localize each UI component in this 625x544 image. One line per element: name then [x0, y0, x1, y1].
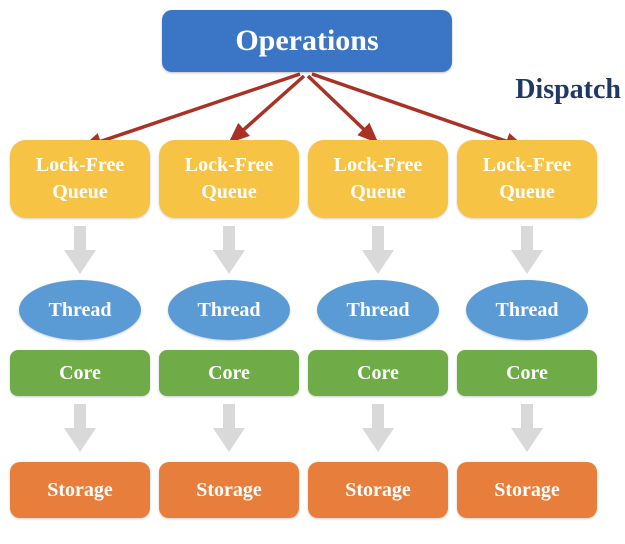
down-arrow-icon — [511, 404, 543, 452]
pipeline-column-1: Lock-Free Queue Thread Core Storage — [10, 140, 150, 518]
down-arrow-icon — [213, 226, 245, 274]
down-arrow-icon — [362, 226, 394, 274]
storage-node: Storage — [10, 462, 150, 518]
core-node: Core — [457, 350, 597, 396]
down-arrow-icon — [213, 404, 245, 452]
down-arrow-icon — [64, 226, 96, 274]
thread-node: Thread — [466, 280, 588, 340]
storage-node: Storage — [457, 462, 597, 518]
storage-node: Storage — [159, 462, 299, 518]
dispatch-arrow-3 — [306, 74, 379, 144]
dispatch-label: Dispatch — [515, 74, 621, 105]
down-arrow-icon — [511, 226, 543, 274]
down-arrow-icon — [362, 404, 394, 452]
dispatch-arrow-4 — [311, 72, 527, 150]
core-node: Core — [10, 350, 150, 396]
dispatch-arrow-1 — [80, 72, 301, 150]
lock-free-queue-node: Lock-Free Queue — [308, 140, 448, 218]
lock-free-queue-node: Lock-Free Queue — [159, 140, 299, 218]
thread-node: Thread — [168, 280, 290, 340]
thread-node: Thread — [19, 280, 141, 340]
lock-free-queue-node: Lock-Free Queue — [457, 140, 597, 218]
core-node: Core — [159, 350, 299, 396]
lock-free-queue-node: Lock-Free Queue — [10, 140, 150, 218]
pipeline-column-4: Lock-Free Queue Thread Core Storage — [457, 140, 597, 518]
dispatch-arrow-2 — [228, 74, 306, 144]
storage-node: Storage — [308, 462, 448, 518]
pipeline-column-2: Lock-Free Queue Thread Core Storage — [159, 140, 299, 518]
down-arrow-icon — [64, 404, 96, 452]
operations-node: Operations — [162, 10, 452, 72]
pipeline-column-3: Lock-Free Queue Thread Core Storage — [308, 140, 448, 518]
core-node: Core — [308, 350, 448, 396]
thread-node: Thread — [317, 280, 439, 340]
